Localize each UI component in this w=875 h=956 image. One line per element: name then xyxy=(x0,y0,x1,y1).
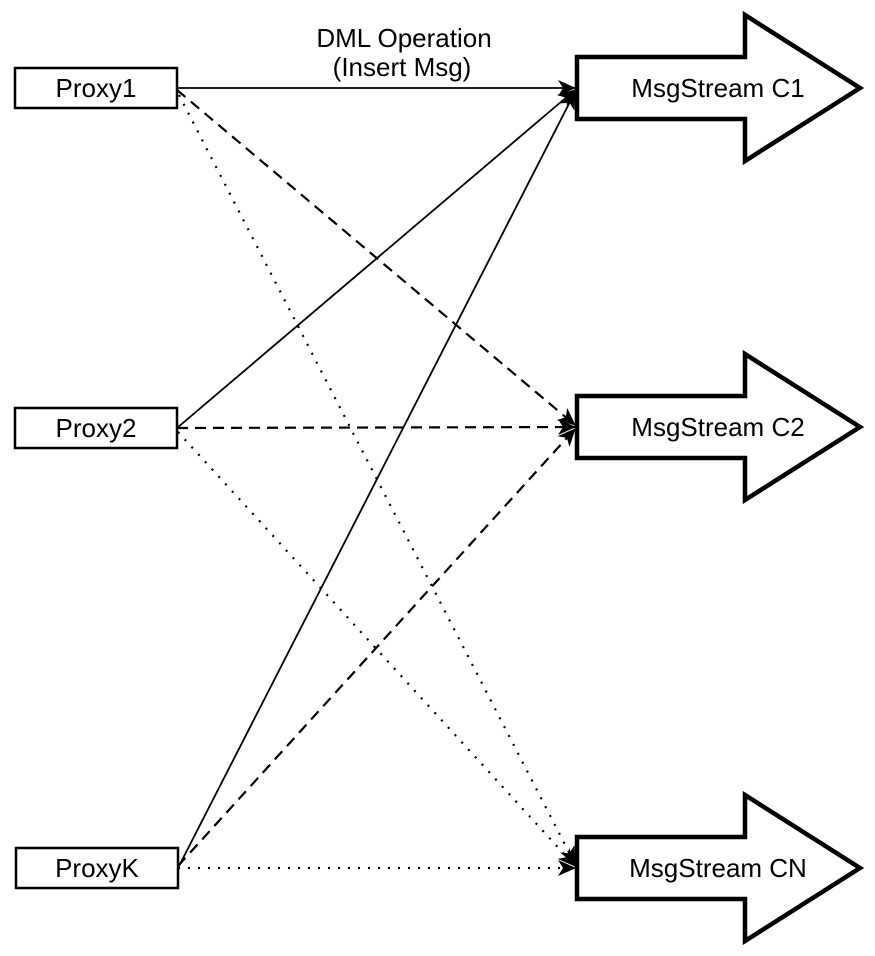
edge-proxy2-to-c2 xyxy=(176,419,576,436)
edge-proxy1-to-cn xyxy=(178,94,576,865)
proxy-node-proxyk: ProxyK xyxy=(14,846,180,890)
proxy-node-proxy2: Proxy2 xyxy=(13,406,179,450)
msgstream-cn-label: MsgStream CN xyxy=(629,853,807,883)
msgstream-c1-arrow-shape xyxy=(574,10,865,166)
stream-node-cn: MsgStream CN xyxy=(574,790,865,946)
stream-node-c1: MsgStream C1 xyxy=(574,10,865,166)
proxy1-label: Proxy1 xyxy=(56,73,137,103)
edge-proxy1-to-c2 xyxy=(176,89,576,426)
edge-label-dml-operation-line1: DML Operation xyxy=(316,23,491,53)
proxy1-box xyxy=(13,66,179,110)
edge-proxyk-to-c1 xyxy=(177,91,576,869)
edge-proxyk-to-c2 xyxy=(177,428,576,867)
edge-proxy2-to-cn xyxy=(177,431,576,867)
stream-node-c2: MsgStream C2 xyxy=(574,349,865,505)
msgstream-c1-label: MsgStream C1 xyxy=(631,73,804,103)
proxy-node-proxy1: Proxy1 xyxy=(13,66,179,110)
edge-proxy2-to-c1 xyxy=(176,89,576,429)
msgstream-c2-arrow-shape xyxy=(574,349,865,505)
proxy2-label: Proxy2 xyxy=(56,413,137,443)
msgstream-c2-label: MsgStream C2 xyxy=(631,412,804,442)
proxyk-label: ProxyK xyxy=(55,853,139,883)
proxyk-box xyxy=(14,846,180,890)
edge-label-dml-operation-line2: (Insert Msg) xyxy=(333,52,472,82)
msgstream-cn-arrow-shape xyxy=(574,790,865,946)
proxy2-box xyxy=(13,406,179,450)
